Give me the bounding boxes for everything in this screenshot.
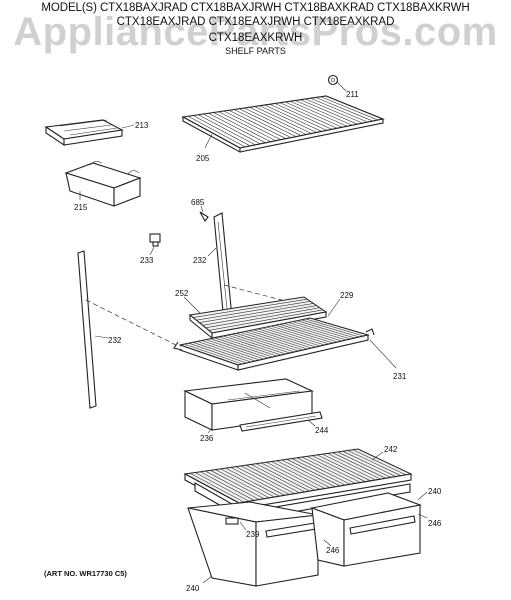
model-list-line-1: MODEL(S) CTX18BAXJRAD CTX18BAXJRWH CTX18… [41,2,470,14]
part-215-bin[interactable] [64,161,142,207]
callout-240-left: 240 [186,584,200,593]
part-246-handle-right[interactable] [349,515,416,535]
part-236-drawer[interactable] [183,378,314,431]
callout-229: 229 [340,291,354,300]
callout-252: 252 [175,289,189,298]
part-211-clip[interactable] [327,74,339,86]
callout-211: 211 [346,90,359,99]
part-213-tray[interactable] [44,119,124,147]
part-244-handle[interactable] [239,411,323,432]
model-list-line-3: CTX18EAXKRWH [208,32,303,44]
callout-232-right: 232 [193,256,207,265]
callout-236: 236 [200,434,214,443]
part-205-wire-shelf[interactable] [181,95,385,153]
callout-205: 205 [196,154,210,163]
callout-246-right: 246 [428,519,442,528]
part-242-crisper-cover[interactable] [183,448,413,510]
part-229-shelf[interactable] [173,317,375,371]
callout-232-left: 232 [108,336,122,345]
section-title: SHELF PARTS [225,46,286,56]
callout-213: 213 [135,121,149,130]
callout-239: 239 [246,530,260,539]
callout-233: 233 [140,256,154,265]
part-232-rail-right[interactable] [213,212,233,323]
part-685-clip[interactable] [199,211,209,223]
callout-240-right: 240 [428,487,442,496]
callout-244: 244 [315,426,329,435]
watermark: AppliancePartsPros.com [13,10,498,54]
model-list-line-2: CTX18EAXJRAD CTX18EAXJRWH CTX18EAXKRAD [116,16,395,28]
callout-242: 242 [384,445,398,454]
part-233-fitting[interactable] [149,233,161,247]
part-240-crisper-drawer-left[interactable] [187,501,319,587]
callout-246-left: 246 [326,546,340,555]
callout-215: 215 [74,203,88,212]
callout-685: 685 [191,198,205,207]
part-252-glass-shelf[interactable] [188,296,328,340]
art-number: (ART NO. WR17730 C5) [44,569,127,578]
part-232-rail-left[interactable] [77,250,97,409]
callout-231: 231 [393,372,407,381]
